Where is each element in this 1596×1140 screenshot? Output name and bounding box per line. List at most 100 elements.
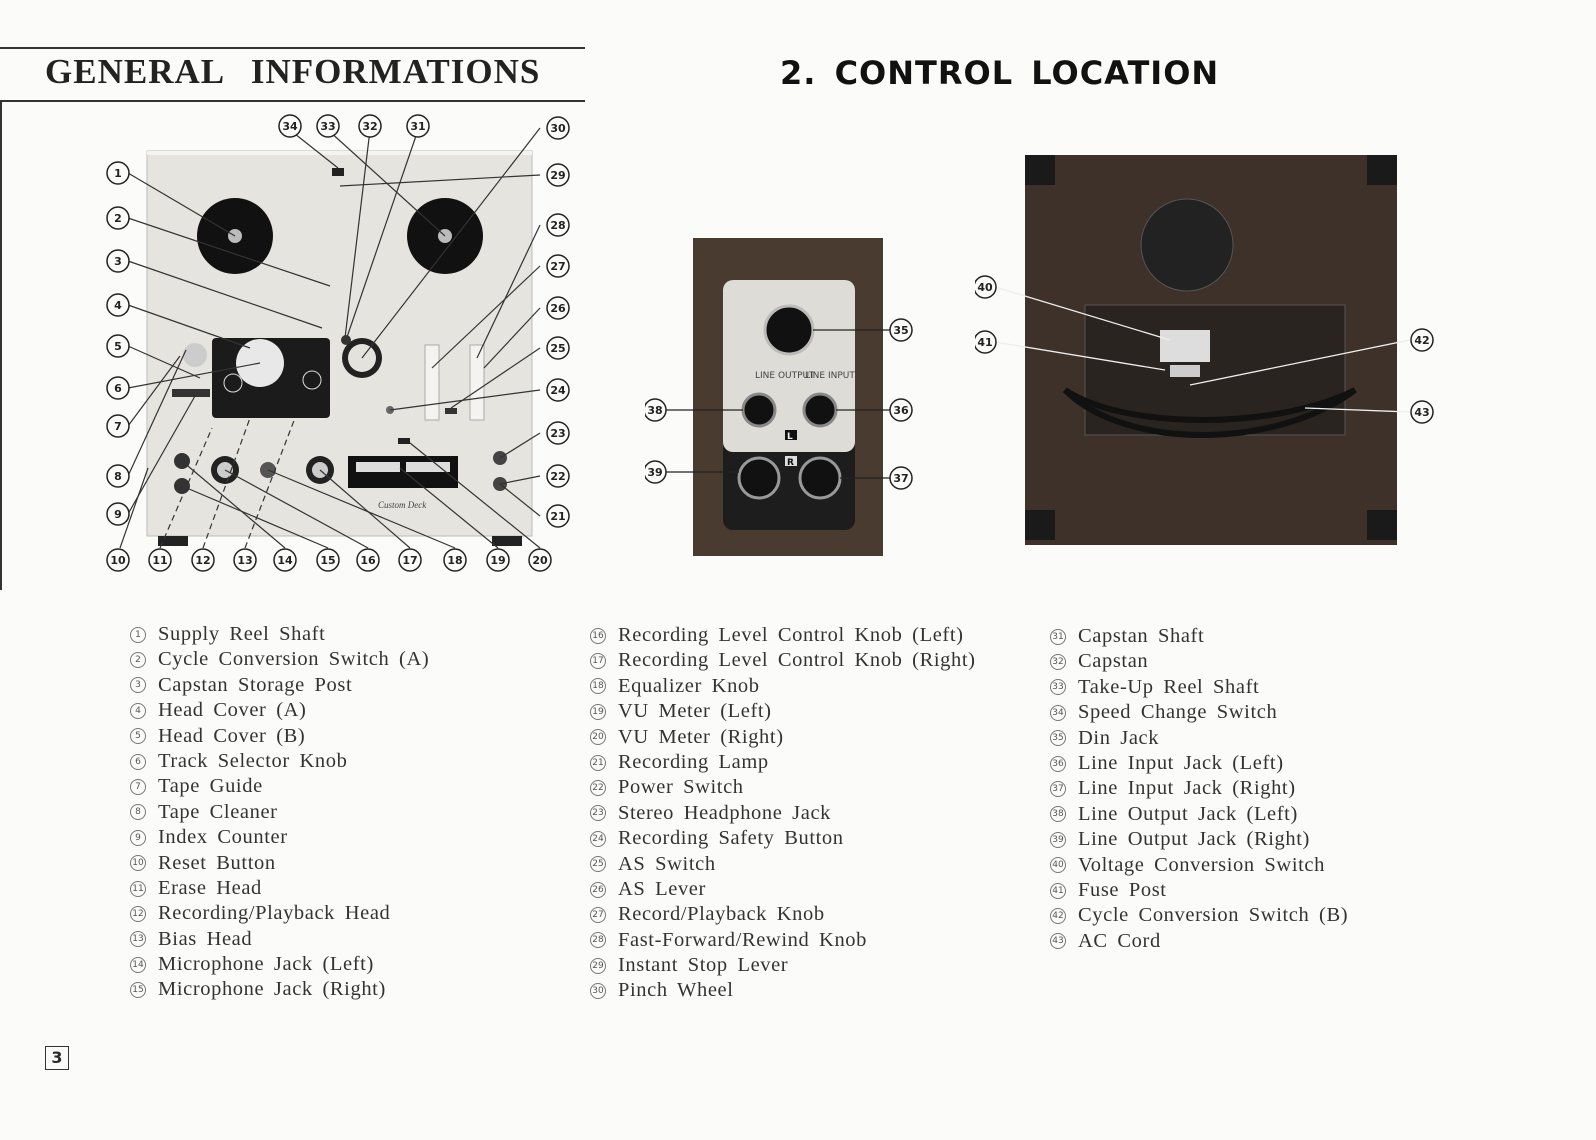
legend-item-label: Cycle Conversion Switch (A) [158, 648, 430, 671]
legend-item-label: Supply Reel Shaft [158, 623, 326, 645]
callout-43: 43 [1410, 400, 1434, 424]
legend-item-label: Line Input Jack (Left) [1078, 751, 1284, 774]
legend-item-label: Capstan Storage Post [158, 673, 353, 696]
legend-item-label: VU Meter (Left) [618, 700, 772, 723]
legend-item-number: 12 [130, 905, 146, 922]
callout-31: 31 [406, 114, 430, 138]
legend-item-number: 6 [130, 753, 146, 770]
callout-3: 3 [106, 249, 130, 273]
legend-item-label: Power Switch [618, 776, 744, 799]
legend-item-number: 11 [130, 880, 146, 897]
legend-item-label: Reset Button [158, 851, 276, 874]
callout-number: 35 [893, 324, 908, 337]
callout-28: 28 [546, 213, 570, 237]
callout-1: 1 [106, 161, 130, 185]
callout-18: 18 [443, 548, 467, 572]
legend-item-label: Pinch Wheel [618, 979, 734, 1002]
legend-item-label: Speed Change Switch [1078, 701, 1278, 724]
legend-item-label: VU Meter (Right) [618, 725, 784, 748]
legend-item-number: 24 [590, 830, 606, 847]
callout-32: 32 [358, 114, 382, 138]
callout-number: 18 [447, 554, 462, 567]
callout-number: 23 [550, 427, 565, 440]
callout-14: 14 [273, 548, 297, 572]
legend-item-label: Recording Level Control Knob (Right) [618, 649, 976, 672]
callout-34: 34 [278, 114, 302, 138]
legend-item-label: Line Output Jack (Left) [1078, 802, 1298, 825]
callout-7: 7 [106, 414, 130, 438]
callout-41: 41 [975, 330, 997, 354]
callout-number: 40 [977, 281, 993, 294]
legend-item: 38 Line Output Jack (Left) [1050, 802, 1348, 827]
callout-25: 25 [546, 336, 570, 360]
legend-item-label: Cycle Conversion Switch (B) [1078, 904, 1349, 927]
legend-item-number: 20 [590, 729, 606, 746]
callout-number: 22 [550, 470, 565, 483]
callout-number: 43 [1414, 406, 1429, 419]
callout-number: 37 [893, 472, 908, 485]
callout-number: 16 [360, 554, 376, 567]
legend-item-label: Microphone Jack (Right) [158, 978, 386, 1001]
supply-reel [197, 198, 273, 274]
callout-number: 7 [114, 420, 122, 433]
right-channel-marker: R [787, 458, 794, 468]
tape-deck-front-figure: Custom Deck [106, 114, 570, 572]
legend-item-number: 10 [130, 855, 146, 872]
callout-number: 26 [550, 302, 566, 315]
legend-item-label: Fast-Forward/Rewind Knob [618, 928, 868, 951]
callout-12: 12 [191, 548, 215, 572]
callout-number: 2 [114, 212, 122, 225]
legend-item-number: 3 [130, 677, 146, 694]
legend-item-label: Index Counter [158, 826, 288, 849]
legend-item-label: Take-Up Reel Shaft [1078, 675, 1260, 698]
callout-number: 39 [647, 466, 662, 479]
legend-item-number: 7 [130, 779, 146, 796]
callout-5: 5 [106, 334, 130, 358]
callout-40: 40 [975, 275, 997, 299]
callout-33: 33 [316, 114, 340, 138]
callout-15: 15 [316, 548, 340, 572]
callout-36: 36 [889, 398, 913, 422]
callout-number: 33 [320, 120, 335, 133]
callout-number: 10 [110, 554, 126, 567]
legend-item-label: AS Switch [618, 852, 716, 875]
legend-item-label: Equalizer Knob [618, 674, 760, 697]
voltage-switch [1160, 330, 1210, 362]
legend-item-label: AS Lever [618, 877, 706, 900]
line-output-jack-left [741, 392, 777, 428]
callout-number: 36 [893, 404, 909, 417]
legend-item: 25 AS Switch [590, 852, 976, 877]
legend-item-label: Capstan [1078, 650, 1149, 673]
legend-item-number: 38 [1050, 806, 1066, 823]
callout-number: 12 [195, 554, 210, 567]
callout-39: 39 [645, 460, 667, 484]
legend-item-number: 8 [130, 804, 146, 821]
legend-item-label: Recording Lamp [618, 750, 769, 773]
callout-11: 11 [148, 548, 172, 572]
legend-item-number: 25 [590, 856, 606, 873]
legend-item-label: Stereo Headphone Jack [618, 801, 831, 824]
legend-item-label: Voltage Conversion Switch [1078, 853, 1325, 876]
callout-number: 20 [532, 554, 548, 567]
line-input-jack-left [802, 392, 838, 428]
legend-item-label: Capstan Shaft [1078, 625, 1205, 647]
callout-37: 37 [889, 466, 913, 490]
callout-number: 1 [114, 167, 122, 180]
